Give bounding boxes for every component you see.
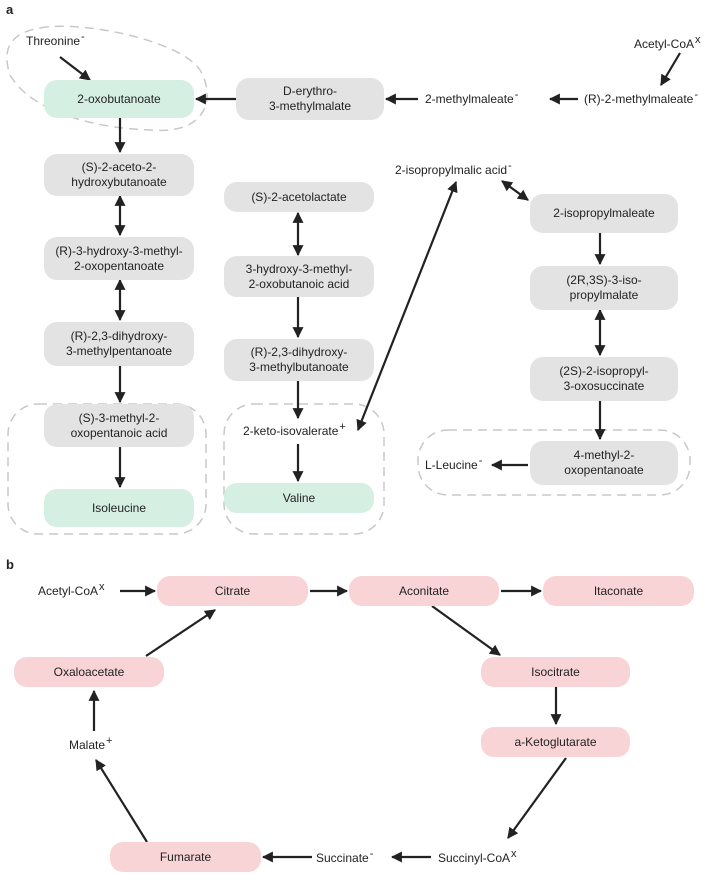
node-aconitate: Aconitate — [349, 576, 499, 606]
node-aceto-hydroxybutanoate: (S)-2-aceto-2- hydroxybutanoate — [44, 154, 194, 196]
node-dihydroxy-methylbutanoate: (R)-2,3-dihydroxy- 3-methylbutanoate — [224, 339, 374, 381]
arrow-ketoisovalerate-isopropylmalic — [356, 180, 458, 432]
keto-isovalerate-label: 2-keto-isovalerate+ — [243, 421, 346, 438]
node-fumarate: Fumarate — [110, 842, 261, 872]
node-itaconate: Itaconate — [543, 576, 694, 606]
arrow-ketoglutarate-succinylcoa — [507, 757, 567, 839]
node-isopropylmalate: (2R,3S)-3-iso- propylmalate — [530, 266, 678, 310]
succinyl-coa-label: Succinyl-CoAx — [438, 848, 517, 865]
arrow-aconitate-isocitrate — [431, 605, 501, 656]
leucine-group-outline — [417, 429, 691, 496]
arrow-acetylcoa-rmethylmaleate — [660, 52, 681, 86]
valine-group-outline — [223, 403, 385, 535]
methylmaleate-label: 2-methylmaleate- — [425, 89, 519, 106]
node-dihydroxy-methylpentanoate: (R)-2,3-dihydroxy- 3-methylpentanoate — [44, 322, 194, 366]
node-acetolactate: (S)-2-acetolactate — [224, 182, 374, 212]
r-methylmaleate-label: (R)-2-methylmaleate- — [584, 89, 699, 106]
arrow-oxaloacetate-citrate — [145, 609, 216, 657]
succinate-label: Succinate- — [316, 848, 374, 865]
node-methyl-oxopentanoic-acid: (S)-3-methyl-2- oxopentanoic acid — [44, 404, 194, 447]
acetyl-coa-label-b: Acetyl-CoAx — [38, 581, 105, 598]
threonine-label: Threonine- — [26, 31, 85, 48]
arrow-fumarate-malate — [95, 759, 148, 843]
node-isopropyl-oxosuccinate: (2S)-2-isopropyl- 3-oxosuccinate — [530, 357, 678, 401]
node-d-erythro-3-methylmalate: D-erythro- 3-methylmalate — [236, 78, 384, 120]
isopropylmalic-acid-label: 2-isopropylmalic acid- — [395, 160, 512, 177]
panel-label-a: a — [6, 2, 14, 17]
node-isocitrate: Isocitrate — [481, 657, 630, 687]
node-isopropylmaleate: 2-isopropylmaleate — [530, 194, 678, 233]
leucine-label: L-Leucine- — [425, 455, 483, 472]
panel-label-b: b — [6, 557, 14, 572]
node-2-oxobutanoate: 2-oxobutanoate — [44, 80, 194, 118]
node-ketoglutarate: a-Ketoglutarate — [481, 727, 630, 757]
node-oxaloacetate: Oxaloacetate — [14, 657, 164, 687]
node-valine: Valine — [224, 483, 374, 513]
node-hydroxy-methyl-oxobutanoic: 3-hydroxy-3-methyl- 2-oxobutanoic acid — [224, 256, 374, 297]
node-methyl-oxopentanoate: 4-methyl-2- oxopentanoate — [530, 441, 678, 485]
node-isoleucine: Isoleucine — [44, 489, 194, 527]
arrow-isopropylmalic-isopropylmaleate — [501, 180, 529, 201]
threonine-group-outline — [6, 25, 208, 132]
arrow-threonine-oxobutanoate — [59, 56, 91, 81]
malate-label: Malate+ — [69, 735, 113, 752]
acetyl-coa-label-a: Acetyl-CoAx — [634, 34, 701, 51]
node-citrate: Citrate — [157, 576, 308, 606]
node-hydroxy-methyl-oxopentanoate: (R)-3-hydroxy-3-methyl- 2-oxopentanoate — [44, 237, 194, 280]
